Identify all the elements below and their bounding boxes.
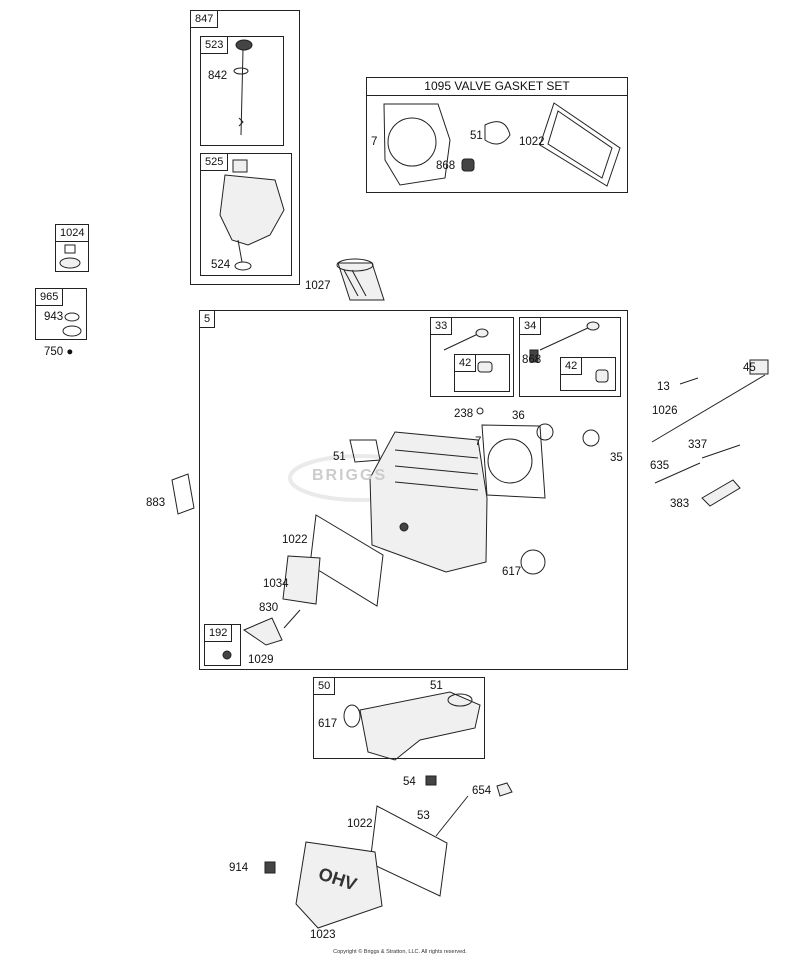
tag-42b: 42: [560, 357, 583, 375]
label-1022-gasket-set: 1022: [519, 136, 545, 148]
label-51-gasket-set: 51: [470, 130, 483, 142]
gasket-set-parts: [383, 102, 621, 187]
box-42a: [454, 354, 510, 392]
copyright-notice: Copyright © Briggs & Stratton, LLC. All …: [333, 949, 467, 955]
tag-42a: 42: [454, 354, 477, 372]
tag-34: 34: [519, 317, 542, 335]
intake-manifold-part: [343, 691, 481, 761]
oil-filter-part: [336, 258, 385, 301]
label-617-intake: 617: [318, 718, 338, 730]
label-617-head: 617: [502, 566, 522, 578]
label-13: 13: [657, 381, 670, 393]
label-868-gasket-set: 868: [436, 160, 456, 172]
dipstick-part: [233, 39, 253, 136]
tag-192: 192: [204, 624, 233, 642]
label-36: 36: [512, 410, 525, 422]
tag-525: 525: [200, 153, 229, 171]
label-830: 830: [259, 602, 279, 614]
small-kit-parts: [59, 244, 82, 337]
cover-gasket-breather: [222, 514, 384, 660]
tag-965: 965: [35, 288, 64, 306]
tag-50: 50: [313, 677, 336, 695]
label-238: 238: [454, 408, 474, 420]
label-51-head: 51: [333, 451, 346, 463]
label-1022-cover: 1022: [347, 818, 373, 830]
tag-33: 33: [430, 317, 453, 335]
label-524: 524: [211, 259, 231, 271]
box-847: [190, 10, 300, 285]
label-1027: 1027: [305, 280, 331, 292]
label-1023: 1023: [310, 929, 336, 941]
label-383: 383: [670, 498, 690, 510]
box-523: [200, 36, 284, 146]
label-51-intake: 51: [430, 680, 443, 692]
oil-drop-icon: ●: [63, 346, 74, 358]
box-1095: [366, 77, 628, 193]
label-53: 53: [417, 810, 430, 822]
label-54: 54: [403, 776, 416, 788]
cylinder-head-part: [349, 407, 600, 575]
label-750-text: 750: [44, 346, 64, 358]
rod-parts: [651, 359, 769, 507]
label-943: 943: [44, 311, 64, 323]
label-1022-head: 1022: [282, 534, 308, 546]
label-35: 35: [610, 452, 623, 464]
valve-cover-parts: [264, 775, 513, 929]
tag-5: 5: [199, 310, 216, 328]
box-525: [200, 153, 292, 276]
label-45: 45: [743, 362, 756, 374]
label-883: 883: [146, 497, 166, 509]
label-7-head: 7: [475, 436, 482, 448]
tag-523: 523: [200, 36, 229, 54]
box-5: [199, 310, 628, 670]
box-34: [519, 317, 621, 397]
label-337: 337: [688, 439, 708, 451]
box-50: [313, 677, 485, 759]
valve-parts: [443, 321, 609, 383]
label-654: 654: [472, 785, 492, 797]
label-1026: 1026: [652, 405, 678, 417]
label-7-gasket-set: 7: [371, 136, 378, 148]
gasket-set-title: 1095 VALVE GASKET SET: [366, 77, 628, 96]
label-914: 914: [229, 862, 249, 874]
watermark-text: BRIGGS: [312, 467, 388, 484]
label-842: 842: [208, 70, 228, 82]
label-1029: 1029: [248, 654, 274, 666]
tag-847: 847: [190, 10, 219, 28]
label-750: 750 ●: [44, 346, 73, 359]
label-635: 635: [650, 460, 670, 472]
tag-1024: 1024: [55, 224, 90, 242]
box-33: [430, 317, 514, 397]
gasket-883: [171, 473, 195, 515]
label-1034: 1034: [263, 578, 289, 590]
label-868-box34: 868: [522, 354, 542, 366]
dipstick-tube-part: [219, 159, 285, 271]
